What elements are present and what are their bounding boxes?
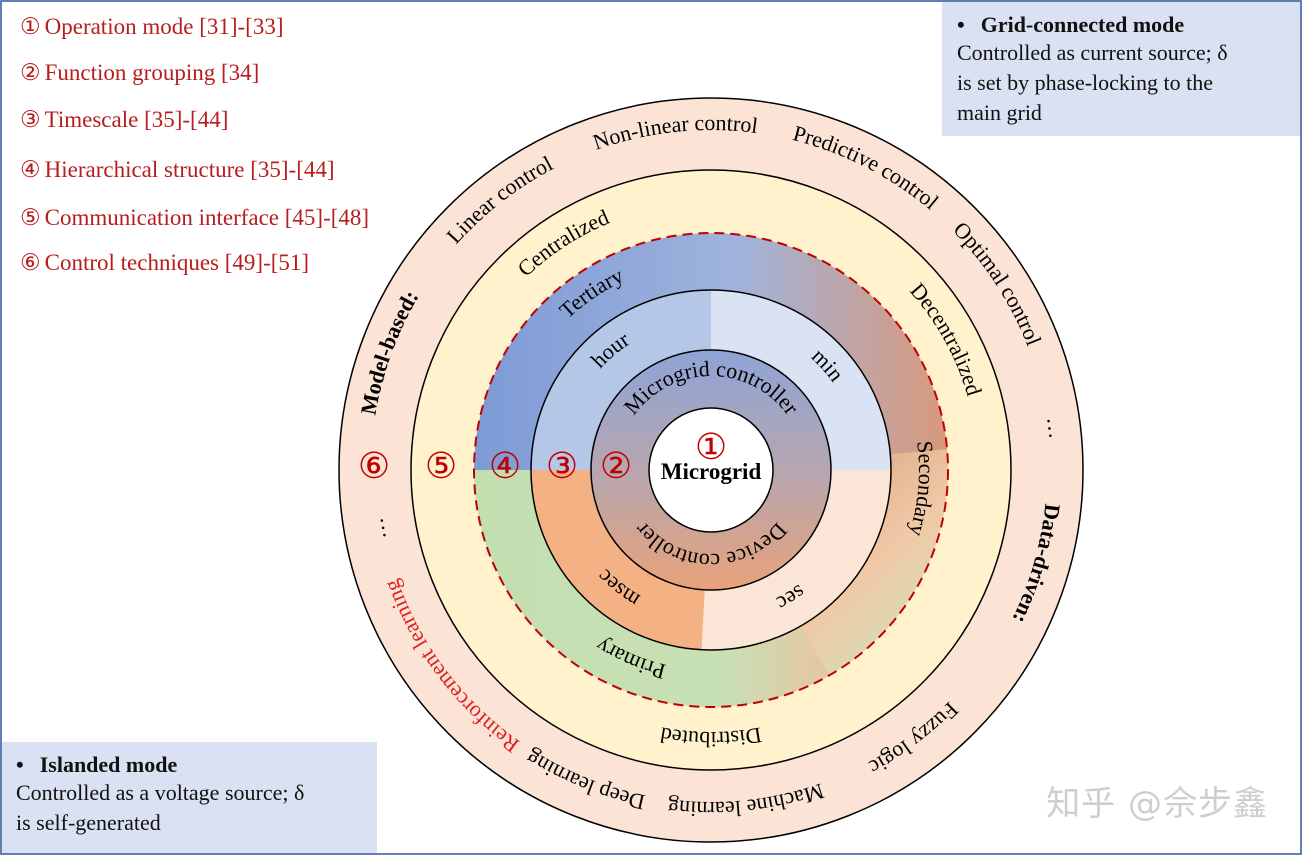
- microgrid-core: [648, 407, 774, 533]
- legend-label: Function grouping [34]: [44, 60, 260, 85]
- legend-label: Control techniques [49]-[51]: [44, 250, 310, 275]
- islanded-mode-box: • Islanded mode Controlled as a voltage s…: [2, 742, 377, 853]
- hour-segment: [531, 290, 711, 470]
- islanded-title-text: Islanded mode: [39, 752, 178, 777]
- grid-connected-line: is set by phase-locking to the: [957, 70, 1214, 95]
- model-based-item: …: [1042, 415, 1069, 440]
- legend-number: ⑥: [20, 250, 41, 275]
- islanded-title: • Islanded mode: [16, 752, 377, 778]
- microgrid-center-label: Microgrid: [661, 459, 762, 484]
- tertiary-segment: [474, 233, 948, 470]
- legend-number: ②: [20, 60, 41, 85]
- islanded-line: Controlled as a voltage source; δ: [16, 780, 305, 805]
- legend-label: Operation mode [31]-[33]: [44, 14, 284, 39]
- data-driven-item-path: …: [362, 516, 390, 542]
- ring-number-4: ④: [489, 446, 521, 486]
- grid-connected-line: Controlled as current source; δ: [957, 40, 1228, 65]
- hierarchy-dashed-border: [473, 232, 949, 708]
- distributed-label: Distributed: [658, 722, 763, 752]
- model-based-item-path: …: [1042, 415, 1069, 440]
- legend-number: ④: [20, 157, 41, 182]
- min-segment: [711, 290, 891, 470]
- grid-connected-title-text: Grid-connected mode: [980, 12, 1185, 37]
- ring-number-3: ③: [546, 446, 578, 486]
- grid-connected-title: • Grid-connected mode: [957, 12, 1300, 38]
- bullet: •: [16, 752, 24, 777]
- islanded-line: is self-generated: [16, 810, 161, 835]
- grid-connected-line: main grid: [957, 100, 1042, 125]
- ring-number-5: ⑤: [425, 446, 457, 486]
- timescale-ring-border: [530, 289, 892, 651]
- ring-number-1: ①: [695, 427, 727, 467]
- legend-label: Timescale [35]-[44]: [44, 107, 229, 132]
- legend-label: Communication interface [45]-[48]: [44, 205, 370, 230]
- legend-number: ⑤: [20, 205, 41, 230]
- sec-segment: [701, 470, 891, 650]
- grid-connected-mode-box: • Grid-connected mode Controlled as curre…: [942, 2, 1300, 136]
- legend-number: ①: [20, 14, 41, 39]
- watermark: 知乎 @佘步鑫: [1046, 784, 1268, 824]
- data-driven-item: …: [362, 516, 390, 542]
- grid-connected-body: Controlled as current source; δ is set b…: [957, 38, 1300, 128]
- islanded-body: Controlled as a voltage source; δ is sel…: [16, 778, 377, 838]
- msec-segment: [531, 470, 705, 650]
- bullet: •: [957, 12, 965, 37]
- ring-number-6: ⑥: [358, 446, 390, 486]
- secondary-segment: [795, 449, 948, 680]
- ring-number-2: ②: [600, 446, 632, 486]
- legend-label: Hierarchical structure [35]-[44]: [44, 157, 335, 182]
- legend-number: ③: [20, 107, 41, 132]
- distributed-label-path: Distributed: [658, 722, 763, 752]
